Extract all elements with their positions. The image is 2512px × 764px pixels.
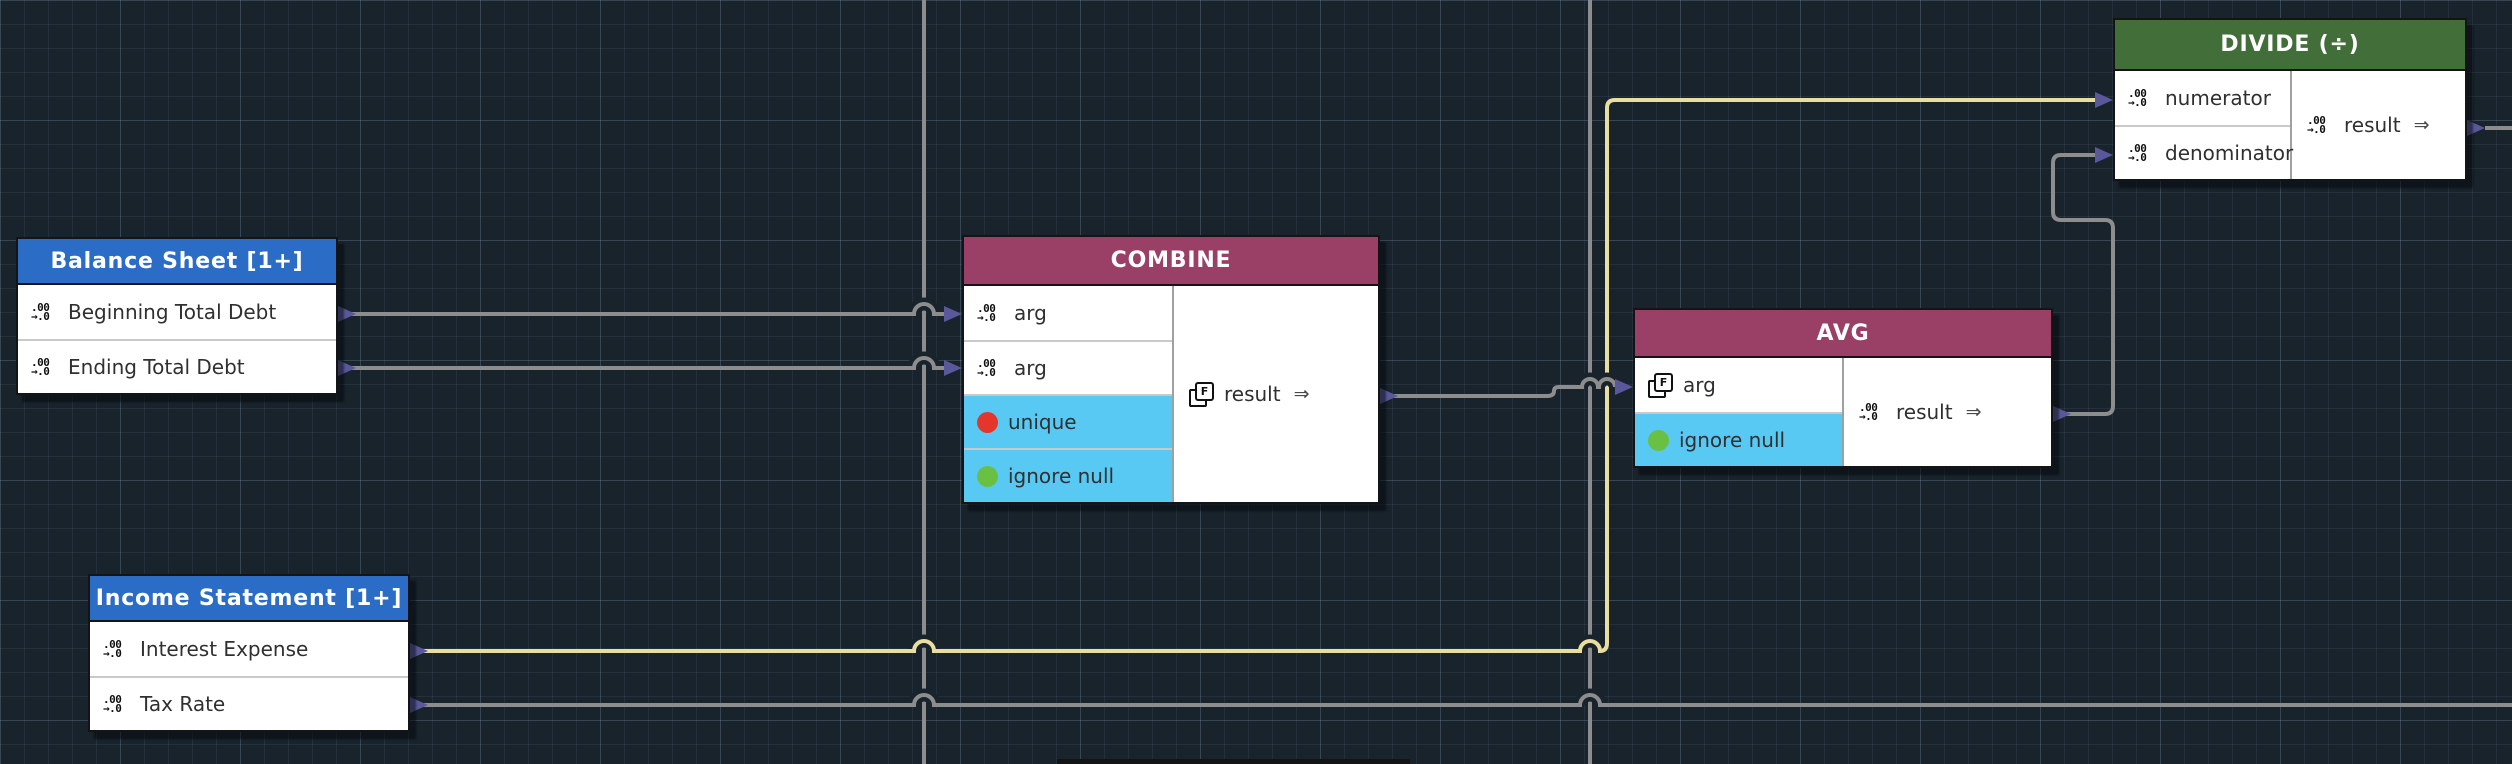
number-format-icon: .00→.0 bbox=[103, 692, 122, 715]
port-label: Tax Rate bbox=[140, 692, 226, 716]
input-row-arg[interactable]: F arg bbox=[1635, 358, 1842, 412]
output-port-arrow-divide-result[interactable] bbox=[2467, 120, 2485, 136]
input-row-numerator[interactable]: .00→.0 numerator bbox=[2115, 71, 2290, 125]
node-title-combine[interactable]: COMBINE bbox=[964, 237, 1378, 286]
wire-interest-expense-to-numerator[interactable] bbox=[410, 98, 2095, 654]
green-dot-icon bbox=[1648, 429, 1669, 451]
maps-to-icon: ⇒ bbox=[1293, 383, 1310, 405]
output-row-result[interactable]: F result ⇒ bbox=[1174, 286, 1378, 502]
number-format-icon: .00→.0 bbox=[103, 637, 122, 660]
port-label: Beginning Total Debt bbox=[68, 300, 277, 324]
wire-combine-result-to-avg-arg[interactable] bbox=[1380, 377, 1617, 398]
port-row-tax-rate[interactable]: .00→.0 Tax Rate bbox=[90, 676, 408, 730]
number-format-icon: .00→.0 bbox=[977, 356, 996, 379]
port-arrows bbox=[338, 92, 2485, 713]
output-port-arrow-tax-rate[interactable] bbox=[410, 697, 428, 713]
number-format-icon: .00→.0 bbox=[31, 355, 50, 378]
green-dot-icon bbox=[977, 465, 998, 487]
input-row-arg2[interactable]: .00→.0 arg bbox=[964, 340, 1172, 394]
option-row-unique[interactable]: unique bbox=[964, 394, 1172, 448]
node-balance-sheet[interactable]: Balance Sheet [1+] .00→.0 Beginning Tota… bbox=[16, 237, 338, 395]
input-port-arrow-denominator[interactable] bbox=[2095, 147, 2113, 163]
port-row-interest-expense[interactable]: .00→.0 Interest Expense bbox=[90, 622, 408, 676]
output-port-arrow-ending-debt[interactable] bbox=[338, 360, 356, 376]
input-port-arrow-numerator[interactable] bbox=[2095, 92, 2113, 108]
maps-to-icon: ⇒ bbox=[2413, 114, 2430, 136]
output-port-arrow-avg-result[interactable] bbox=[2053, 406, 2071, 422]
output-label: result bbox=[1224, 382, 1281, 406]
port-label: Ending Total Debt bbox=[68, 355, 245, 379]
port-row-ending-total-debt[interactable]: .00→.0 Ending Total Debt bbox=[18, 339, 336, 393]
input-label: numerator bbox=[2165, 86, 2271, 110]
output-label: result bbox=[2344, 113, 2401, 137]
number-format-icon: .00→.0 bbox=[2307, 113, 2326, 136]
node-title-avg[interactable]: AVG bbox=[1635, 310, 2051, 358]
number-format-icon: .00→.0 bbox=[2128, 86, 2147, 109]
option-label: ignore null bbox=[1008, 464, 1115, 488]
input-port-arrow-avg-arg[interactable] bbox=[1615, 379, 1633, 395]
node-combine[interactable]: COMBINE .00→.0 arg .00→.0 arg unique ign… bbox=[962, 235, 1380, 504]
output-port-arrow-beginning-debt[interactable] bbox=[338, 306, 356, 322]
node-divide[interactable]: DIVIDE (÷) .00→.0 numerator .00→.0 denom… bbox=[2113, 18, 2467, 181]
node-title-divide[interactable]: DIVIDE (÷) bbox=[2115, 20, 2465, 71]
output-row-result[interactable]: .00→.0 result ⇒ bbox=[2292, 71, 2465, 179]
wire-ending-debt-to-combine-arg2[interactable] bbox=[338, 356, 944, 370]
node-title-balance-sheet[interactable]: Balance Sheet [1+] bbox=[18, 239, 336, 285]
number-format-icon: .00→.0 bbox=[31, 300, 50, 323]
input-label: arg bbox=[1014, 301, 1047, 325]
input-port-arrow-combine-arg1[interactable] bbox=[944, 306, 962, 322]
port-row-beginning-total-debt[interactable]: .00→.0 Beginning Total Debt bbox=[18, 285, 336, 339]
formula-icon: F bbox=[1189, 381, 1214, 407]
output-port-arrow-combine-result[interactable] bbox=[1380, 388, 1398, 404]
option-label: ignore null bbox=[1679, 428, 1786, 452]
number-format-icon: .00→.0 bbox=[2128, 141, 2147, 164]
number-format-icon: .00→.0 bbox=[1859, 400, 1878, 423]
input-row-arg1[interactable]: .00→.0 arg bbox=[964, 286, 1172, 340]
option-row-ignore-null[interactable]: ignore null bbox=[964, 448, 1172, 502]
output-port-arrow-interest-expense[interactable] bbox=[410, 643, 428, 659]
wire-beginning-debt-to-combine-arg1[interactable] bbox=[338, 302, 944, 316]
input-port-arrow-combine-arg2[interactable] bbox=[944, 360, 962, 376]
maps-to-icon: ⇒ bbox=[1965, 401, 1982, 423]
option-label: unique bbox=[1008, 410, 1077, 434]
node-income-statement[interactable]: Income Statement [1+] .00→.0 Interest Ex… bbox=[88, 574, 410, 732]
node-title-income-statement[interactable]: Income Statement [1+] bbox=[90, 576, 408, 622]
number-format-icon: .00→.0 bbox=[977, 301, 996, 324]
input-label: arg bbox=[1683, 373, 1716, 397]
input-label: arg bbox=[1014, 356, 1047, 380]
wire-avg-result-to-denominator[interactable] bbox=[2051, 153, 2115, 416]
wire-tax-rate-offscreen[interactable] bbox=[410, 693, 2512, 707]
option-row-ignore-null[interactable]: ignore null bbox=[1635, 412, 1842, 466]
offscreen-node-top-edge bbox=[1057, 759, 1410, 764]
node-avg[interactable]: AVG F arg ignore null .00→.0 result ⇒ bbox=[1633, 308, 2053, 468]
output-row-result[interactable]: .00→.0 result ⇒ bbox=[1844, 358, 2051, 466]
port-label: Interest Expense bbox=[140, 637, 309, 661]
output-label: result bbox=[1896, 400, 1953, 424]
red-dot-icon bbox=[977, 411, 998, 433]
input-row-denominator[interactable]: .00→.0 denominator bbox=[2115, 125, 2294, 179]
formula-icon: F bbox=[1648, 372, 1673, 398]
input-label: denominator bbox=[2165, 141, 2294, 165]
